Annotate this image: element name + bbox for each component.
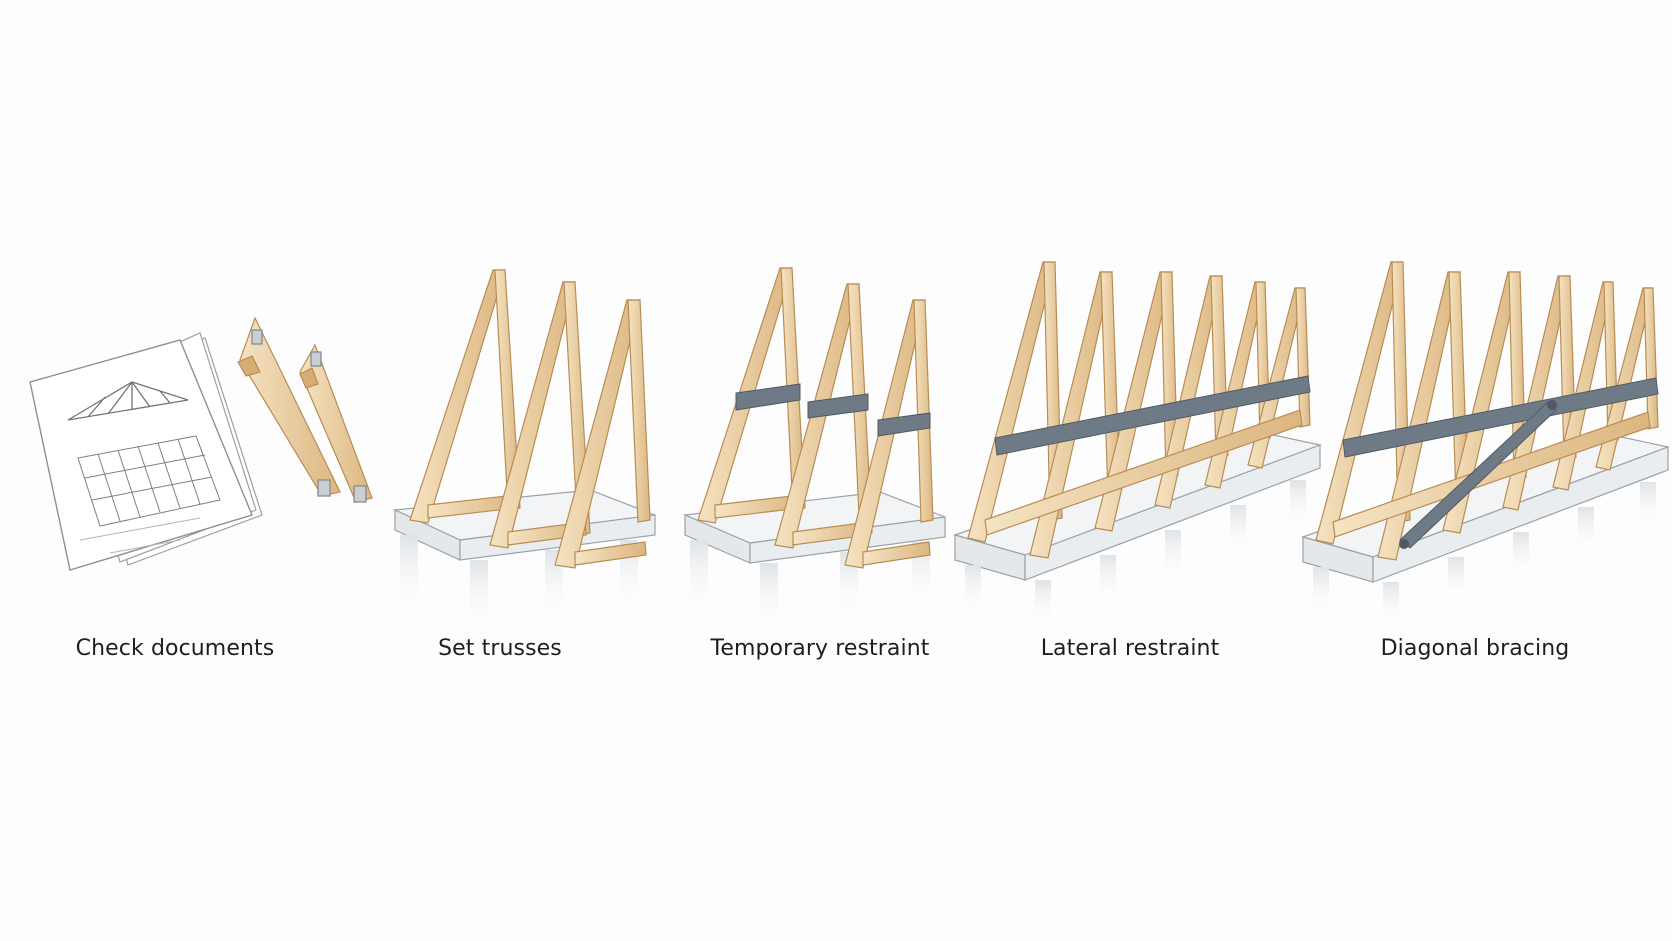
drawing-sheets: [30, 333, 262, 570]
step-2-illustration: [395, 270, 655, 630]
step-label-set-trusses: Set trusses: [390, 636, 610, 666]
step-label-diagonal-bracing: Diagonal bracing: [1360, 636, 1590, 666]
step-5-illustration: [1303, 262, 1668, 625]
loose-truss-members: [238, 318, 372, 502]
step-label-check-documents: Check documents: [60, 636, 290, 666]
step-1-illustration: [30, 318, 372, 570]
step-4-illustration: [955, 262, 1320, 625]
step-label-lateral-restraint: Lateral restraint: [1020, 636, 1240, 666]
step-label-temporary-restraint: Temporary restraint: [690, 636, 950, 666]
step-3-illustration: [685, 268, 945, 628]
